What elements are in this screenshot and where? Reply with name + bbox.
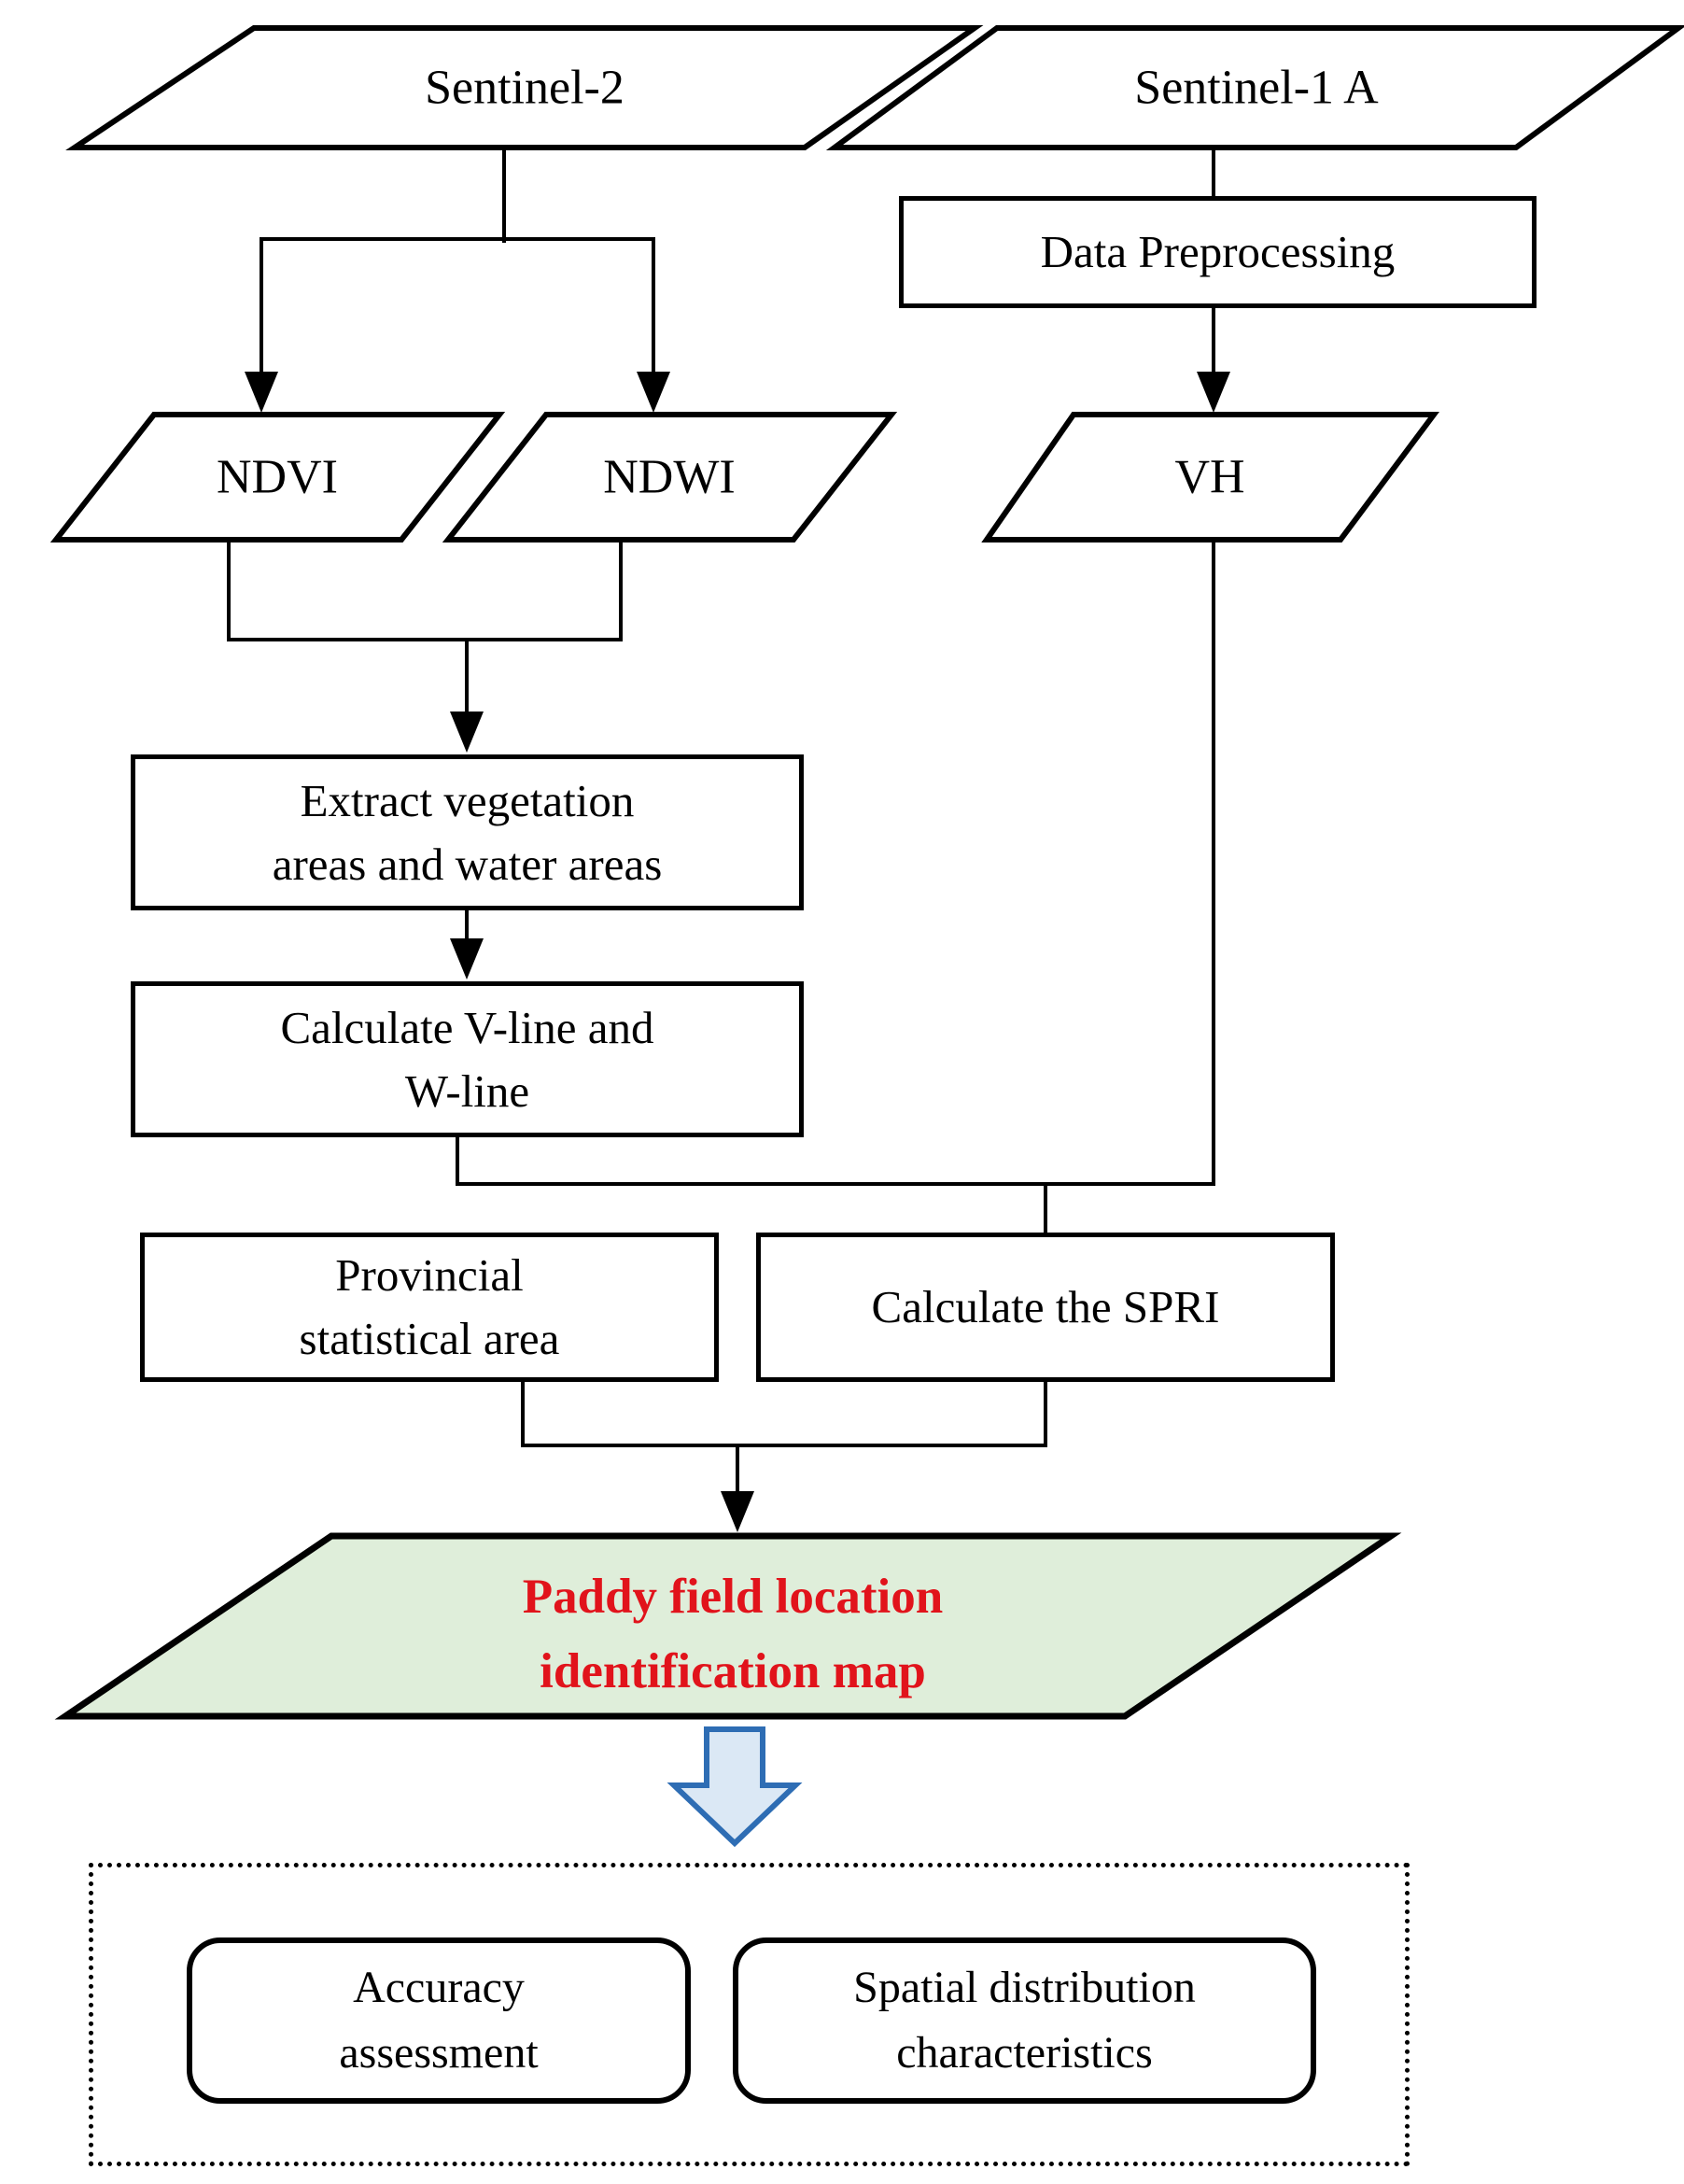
sentinel2-label: Sentinel-2 bbox=[425, 61, 624, 115]
ndwi-parallelogram bbox=[442, 412, 898, 542]
calculate-lines-box: Calculate V-line and W-line bbox=[131, 981, 804, 1137]
ndvi-parallelogram bbox=[49, 412, 506, 542]
extract-box: Extract vegetation areas and water areas bbox=[131, 754, 804, 910]
sentinel1a-parallelogram bbox=[825, 25, 1684, 150]
ndwi-label: NDWI bbox=[603, 450, 736, 504]
spatial-label-line2: characteristics bbox=[896, 2028, 1153, 2078]
connector-output-merge bbox=[521, 1380, 1047, 1447]
accuracy-label-line2: assessment bbox=[339, 2028, 539, 2078]
extract-label-line1: Extract vegetation bbox=[300, 774, 635, 826]
data-preprocessing-label: Data Preprocessing bbox=[1040, 226, 1396, 278]
connector-index-merge bbox=[227, 538, 623, 641]
arrowhead-calc bbox=[450, 938, 484, 979]
connector-spri-merge bbox=[456, 538, 1215, 1186]
vh-label: VH bbox=[1174, 450, 1245, 504]
provincial-label-line2: statistical area bbox=[299, 1313, 560, 1364]
ndvi-label: NDVI bbox=[217, 450, 338, 504]
sentinel2-parallelogram bbox=[65, 25, 984, 150]
accuracy-box: Accuracy assessment bbox=[187, 1937, 691, 2104]
output-map-label-line1: Paddy field location bbox=[522, 1570, 944, 1624]
provincial-box: Provincial statistical area bbox=[140, 1233, 719, 1382]
vh-parallelogram bbox=[981, 412, 1439, 542]
calculate-lines-label-line1: Calculate V-line and bbox=[280, 1001, 654, 1053]
extract-label-line2: areas and water areas bbox=[272, 838, 663, 890]
calculate-lines-label-line2: W-line bbox=[404, 1064, 530, 1117]
sentinel1a-label: Sentinel-1 A bbox=[1134, 61, 1379, 115]
arrowhead-ndwi bbox=[637, 372, 670, 413]
provincial-label-line1: Provincial bbox=[335, 1249, 524, 1302]
output-map-label-line2: identification map bbox=[540, 1644, 926, 1698]
connector-s2-branch bbox=[260, 237, 655, 375]
spri-box: Calculate the SPRI bbox=[756, 1233, 1335, 1382]
spatial-box: Spatial distribution characteristics bbox=[733, 1937, 1316, 2104]
output-map-parallelogram bbox=[54, 1532, 1402, 1720]
spatial-label-line1: Spatial distribution bbox=[853, 1963, 1196, 2013]
block-arrow-down-icon bbox=[667, 1726, 803, 1848]
data-preprocessing-box: Data Preprocessing bbox=[899, 196, 1537, 308]
arrowhead-extract bbox=[450, 712, 484, 753]
arrowhead-ndvi bbox=[245, 372, 278, 413]
arrowhead-output bbox=[721, 1491, 754, 1532]
accuracy-label-line1: Accuracy bbox=[353, 1963, 525, 2013]
arrowhead-vh bbox=[1197, 372, 1230, 413]
spri-label: Calculate the SPRI bbox=[871, 1281, 1220, 1333]
